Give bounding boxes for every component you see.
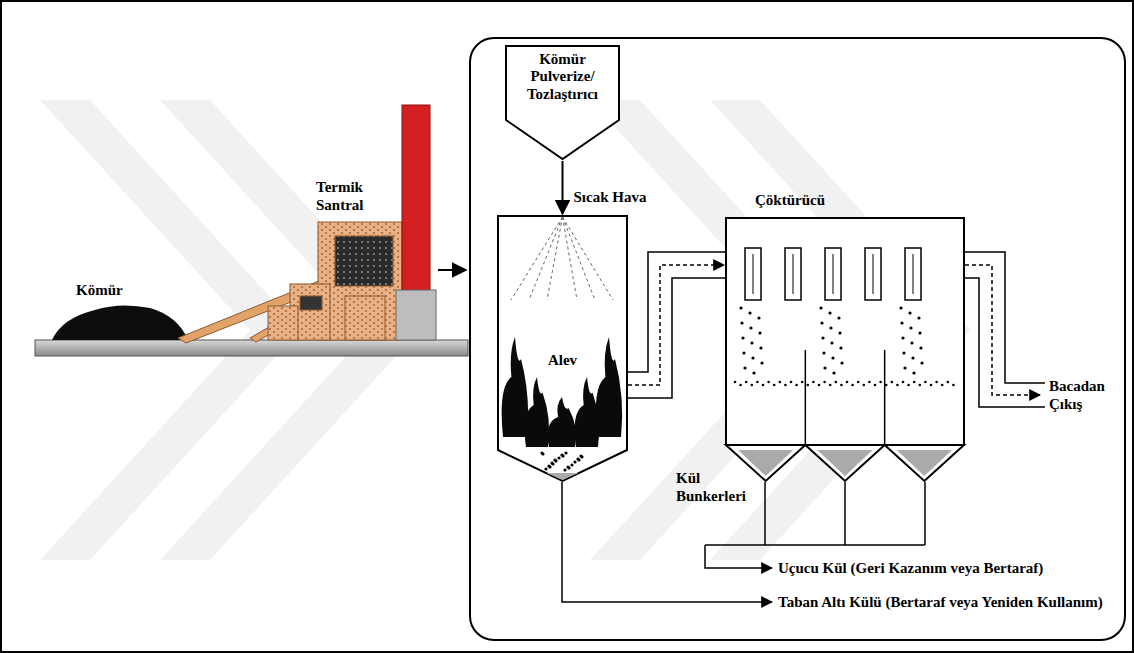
- flue-gas-arrow: [628, 265, 724, 385]
- flue-duct: [628, 252, 725, 398]
- air-spray: [511, 217, 613, 300]
- edge-label: Sıcak Hava: [572, 188, 649, 206]
- power-plant: [268, 105, 436, 340]
- precipitator: Çöktürücü: [725, 190, 965, 482]
- ash-hopper: [805, 445, 884, 481]
- furnace-box: Alev: [497, 215, 628, 482]
- hopper-outline: [506, 46, 619, 159]
- dust-particles: [734, 306, 955, 386]
- node-label: Kömür Pulverize/ Tozlaştırıcı: [509, 51, 616, 103]
- ash-fill: [817, 450, 872, 476]
- node-label: Alev: [544, 351, 581, 370]
- precipitator-outline: [726, 218, 964, 445]
- air-feed-arrow: [562, 161, 564, 214]
- flow-arrow: [438, 269, 466, 271]
- ash-fill: [897, 450, 952, 476]
- conveyor: [178, 274, 342, 343]
- bunker-label: Kül Bunkerleri: [676, 469, 758, 505]
- node-outline: [725, 190, 965, 482]
- ash-hopper: [885, 445, 964, 481]
- bunker-wall: [884, 350, 886, 445]
- ash-hopper: [726, 445, 805, 481]
- electrode-plates: [745, 248, 921, 300]
- exit-duct: [965, 252, 1045, 407]
- plant-label: Termik Santral: [316, 178, 382, 214]
- node-heading: Çöktürücü: [755, 192, 961, 209]
- flame: [502, 337, 623, 447]
- process-panel: [470, 38, 1125, 640]
- stack-exit-label: Bacadan Çıkış: [1049, 377, 1125, 413]
- bottom-ash-pile: [547, 473, 579, 480]
- node-outline: [497, 215, 628, 482]
- pulverizer-hopper: Kömür Pulverize/ Tozlaştırıcı: [505, 45, 620, 160]
- watermark: [40, 100, 970, 560]
- bunker-wall: [805, 350, 807, 445]
- furnace-outline: [498, 216, 627, 481]
- coal-pile: [52, 305, 188, 340]
- coal-label: Kömür: [76, 281, 156, 299]
- ash-particles: [540, 451, 583, 471]
- ash-fill: [738, 450, 793, 476]
- exit-arrow: [965, 265, 1040, 395]
- fly-ash-label: Uçucu Kül (Geri Kazanım veya Bertaraf): [778, 559, 1118, 577]
- bottom-ash-label: Taban Altı Külü (Bertaraf veya Yeniden K…: [778, 593, 1118, 611]
- ground-bar: [35, 340, 468, 356]
